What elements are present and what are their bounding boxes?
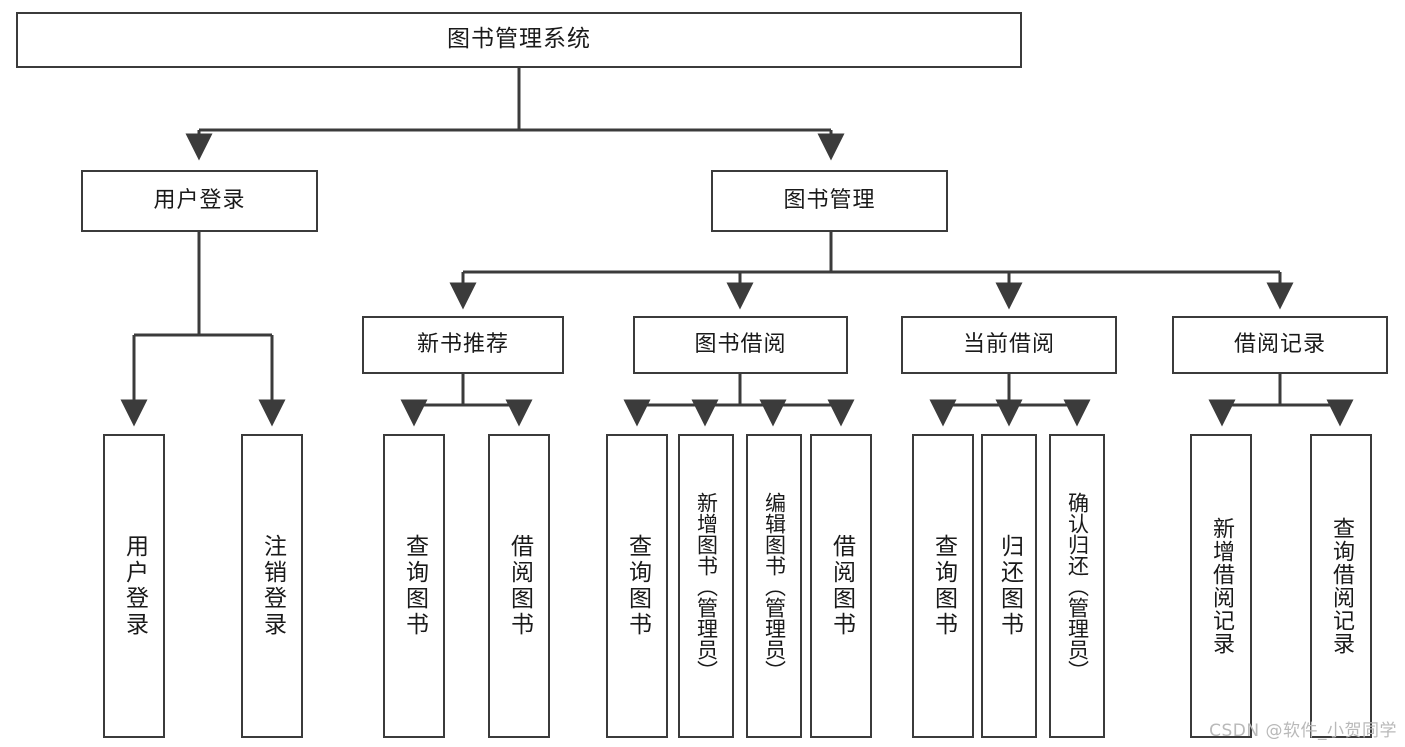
node-user-login-label: 用户登录 — [153, 187, 246, 213]
leaf-label: 查询借阅记录 — [1329, 517, 1354, 655]
leaf-borrow-add-book-admin[interactable]: 新增图书（管理员） — [678, 434, 734, 738]
leaf-user-login-logout[interactable]: 注销登录 — [241, 434, 303, 738]
node-new-book-recommend[interactable]: 新书推荐 — [362, 316, 564, 374]
leaf-label: 确认归还（管理员） — [1065, 491, 1090, 681]
leaf-label: 借阅图书 — [828, 534, 855, 638]
node-book-borrow-label: 图书借阅 — [694, 331, 787, 357]
leaf-new-book-query[interactable]: 查询图书 — [383, 434, 445, 738]
leaf-new-book-borrow[interactable]: 借阅图书 — [488, 434, 550, 738]
watermark: CSDN @软件_小贺同学 — [1209, 721, 1397, 741]
leaf-user-login-login[interactable]: 用户登录 — [103, 434, 165, 738]
leaf-label: 新增图书（管理员） — [694, 491, 719, 681]
leaf-label: 用户登录 — [121, 534, 148, 638]
leaf-current-return-book[interactable]: 归还图书 — [981, 434, 1037, 738]
leaf-label: 查询图书 — [930, 534, 957, 638]
node-new-book-recommend-label: 新书推荐 — [416, 331, 509, 357]
leaf-records-query-record[interactable]: 查询借阅记录 — [1310, 434, 1372, 738]
leaf-borrow-borrow-book[interactable]: 借阅图书 — [810, 434, 872, 738]
node-borrow-records-label: 借阅记录 — [1233, 331, 1326, 357]
leaf-label: 借阅图书 — [506, 534, 533, 638]
leaf-current-confirm-return-admin[interactable]: 确认归还（管理员） — [1049, 434, 1105, 738]
leaf-borrow-edit-book-admin[interactable]: 编辑图书（管理员） — [746, 434, 802, 738]
node-book-borrow[interactable]: 图书借阅 — [633, 316, 848, 374]
leaf-label: 查询图书 — [401, 534, 428, 638]
leaf-current-query-book[interactable]: 查询图书 — [912, 434, 974, 738]
node-current-borrow-label: 当前借阅 — [962, 331, 1055, 357]
leaf-records-add-record[interactable]: 新增借阅记录 — [1190, 434, 1252, 738]
node-borrow-records[interactable]: 借阅记录 — [1172, 316, 1388, 374]
leaf-borrow-query-book[interactable]: 查询图书 — [606, 434, 668, 738]
node-root[interactable]: 图书管理系统 — [16, 12, 1022, 68]
node-book-management[interactable]: 图书管理 — [711, 170, 948, 232]
leaf-label: 新增借阅记录 — [1209, 517, 1234, 655]
node-root-label: 图书管理系统 — [447, 26, 591, 53]
leaf-label: 注销登录 — [259, 534, 286, 638]
node-user-login[interactable]: 用户登录 — [81, 170, 318, 232]
leaf-label: 归还图书 — [996, 534, 1023, 638]
node-book-management-label: 图书管理 — [783, 187, 876, 213]
node-current-borrow[interactable]: 当前借阅 — [901, 316, 1117, 374]
leaf-label: 编辑图书（管理员） — [762, 491, 787, 681]
leaf-label: 查询图书 — [624, 534, 651, 638]
